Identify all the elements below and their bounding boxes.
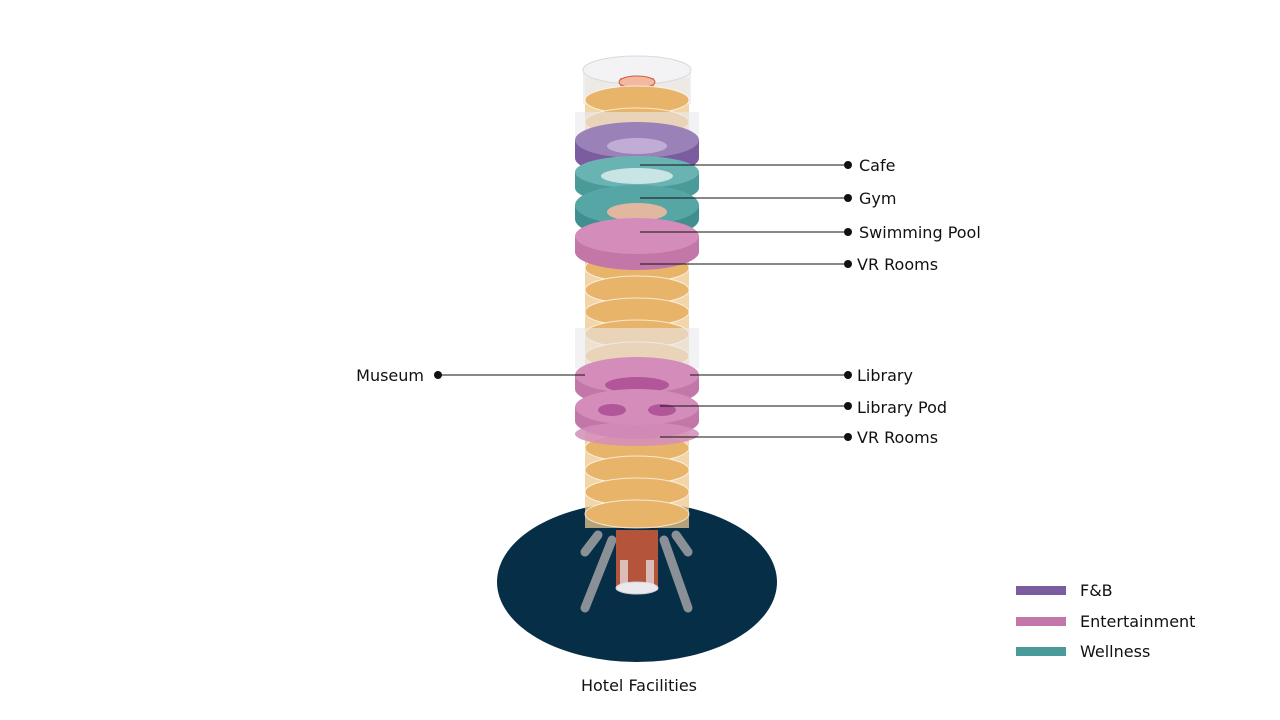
label-vr-rooms-bottom: VR Rooms — [857, 428, 938, 447]
legend-swatch-wellness — [1016, 647, 1066, 656]
legend-label-fb: F&B — [1080, 581, 1113, 600]
label-library-pod: Library Pod — [857, 398, 947, 417]
label-gym: Gym — [859, 189, 896, 208]
vr-rooms-top-ring — [575, 218, 699, 270]
diagram-caption: Hotel Facilities — [581, 676, 697, 695]
label-vr-rooms-top: VR Rooms — [857, 255, 938, 274]
vr-rooms-bottom-ring — [575, 422, 699, 446]
legend-swatch-entertainment — [1016, 617, 1066, 626]
gym-ring — [575, 156, 699, 204]
callout-lines — [438, 164, 848, 438]
legend: F&B Entertainment Wellness — [1016, 581, 1195, 661]
label-museum: Museum — [356, 366, 424, 385]
support-legs — [580, 530, 693, 613]
legend-label-wellness: Wellness — [1080, 642, 1150, 661]
legend-label-entertainment: Entertainment — [1080, 612, 1195, 631]
label-cafe: Cafe — [859, 156, 895, 175]
tower-core-lower — [615, 530, 659, 595]
label-library: Library — [857, 366, 913, 385]
legend-swatch-fb — [1016, 586, 1066, 595]
label-swimming-pool: Swimming Pool — [859, 223, 981, 242]
callout-dots — [434, 161, 852, 441]
